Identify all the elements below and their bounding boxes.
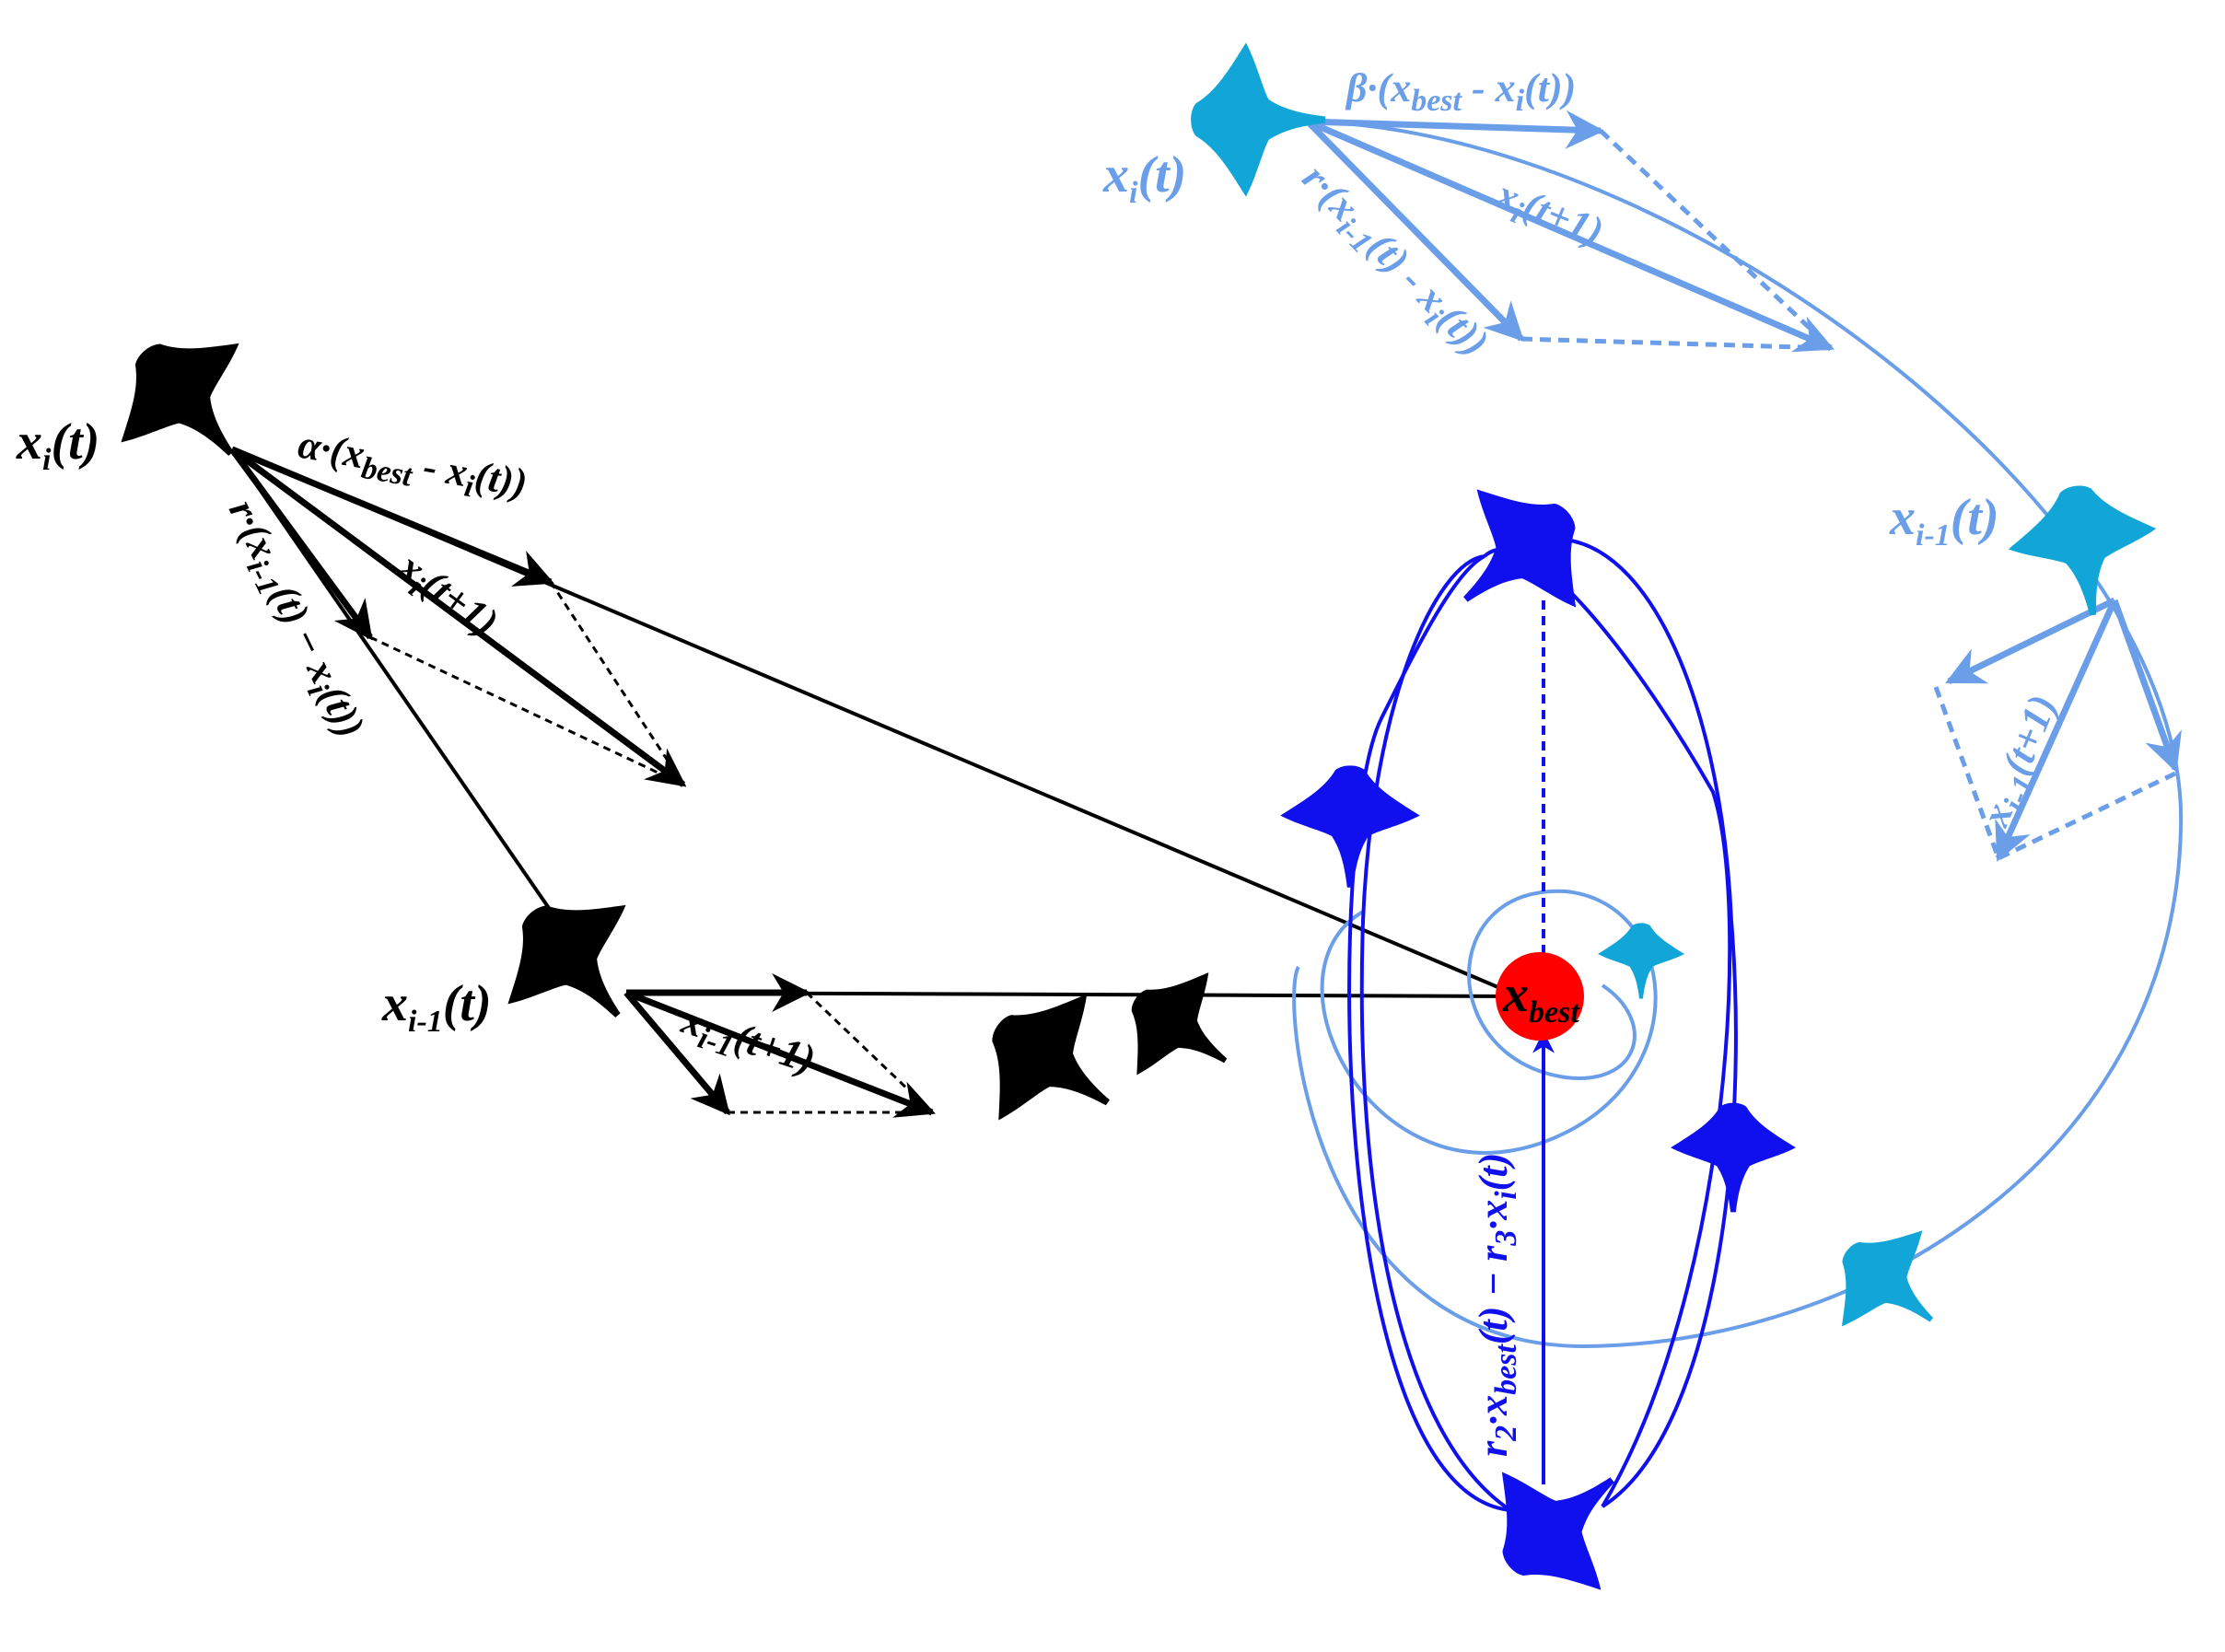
lb-spiral [1320, 889, 1658, 1155]
black-arrow-xim1-down [623, 990, 730, 1116]
black-dashed-1 [549, 581, 685, 785]
label-lb-next2: xi-1(t+1) [1972, 689, 2072, 836]
lb-large-arc [1292, 120, 2184, 1349]
manta-blue-left [1280, 765, 1420, 888]
lb-arrow-xim1-down [2111, 599, 2182, 773]
blue-somersault-group: r2·xbest(t) − r3·xi(t) [1280, 453, 1796, 1626]
lb-arrow-r [1305, 119, 1524, 342]
black-arrow-r [229, 447, 373, 641]
xbest-node: xbest [1496, 952, 1584, 1041]
black-dashed-2 [369, 635, 684, 786]
manta-blue-right [1671, 1102, 1796, 1213]
manta-cyan-xim1 [2000, 475, 2167, 626]
label-black-xim1: xi-1(t) [381, 975, 492, 1039]
black-arrow-alpha [230, 446, 554, 587]
manta-cyan-bottom [1807, 1202, 1972, 1368]
manta-black-4 [1100, 947, 1262, 1112]
label-lb-next: xi(t+1) [1486, 170, 1610, 261]
xbest-circle [1496, 952, 1584, 1041]
label-black-alpha: α·(xbest - xi(t)) [294, 422, 530, 514]
label-lb-beta: β·(xbest - xi(t)) [1345, 65, 1576, 118]
lb-dashed-2 [1520, 336, 1832, 351]
manta-black-xim1 [472, 863, 677, 1065]
lb-arrow-next [1306, 118, 1835, 353]
black-arrow-next [229, 447, 687, 787]
label-xbest: xbest [1502, 966, 1580, 1030]
blue-right-loop [1565, 538, 1738, 1508]
light-blue-foraging-group: xi(t) β·(xbest - xi(t)) r·(xi-1(t) - xi(… [1102, 42, 2184, 1368]
lb-dashed-4 [1997, 771, 2177, 861]
lb-arrow-beta [1307, 110, 1605, 149]
lb-arrow-xim1-next [1995, 599, 2118, 862]
manta-blue-top [1415, 453, 1618, 658]
label-lb-xim1: xi-1(t) [1889, 489, 1999, 553]
black-dashed-3 [805, 991, 934, 1114]
lb-dashed-1 [1599, 129, 1833, 350]
manta-cyan-small [1597, 923, 1685, 999]
lb-dashed-3 [1933, 686, 2001, 859]
black-chain-foraging-group: xi(t) α·(xbest - xi(t)) r·(xi-1(t) − xi(… [16, 301, 1520, 1166]
lb-arrow-xim1-left [1945, 597, 2116, 685]
label-lb-xi: xi(t) [1102, 146, 1186, 210]
label-somersault: r2·xbest(t) − r3·xi(t) [1471, 1153, 1523, 1457]
manta-cyan-xi [1191, 42, 1326, 197]
black-arrow-xim1-next [624, 989, 936, 1118]
label-black-xi: xi(t) [16, 413, 99, 477]
blue-left-loop [1359, 554, 1512, 1512]
